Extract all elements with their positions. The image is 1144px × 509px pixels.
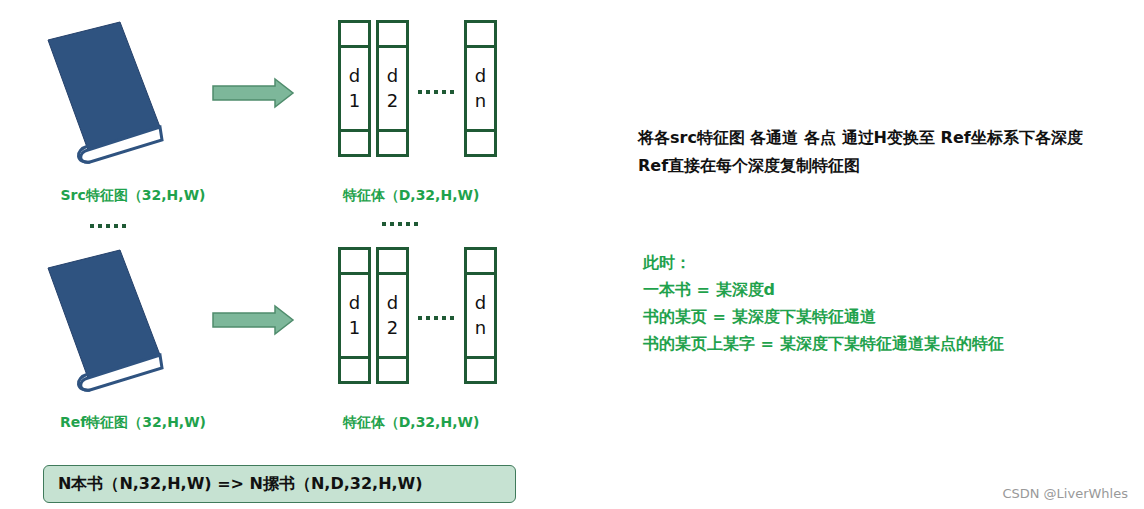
column-divider [379, 356, 406, 359]
column-divider [341, 272, 368, 275]
depth-column: d n [464, 20, 497, 157]
column-divider [467, 129, 494, 132]
column-divider [341, 129, 368, 132]
column-divider [467, 45, 494, 48]
depth-label: d 2 [386, 291, 400, 340]
arrow [213, 306, 293, 334]
depth-column: d 1 [338, 20, 371, 157]
depth-label: d 1 [348, 64, 362, 113]
volume-caption: 特征体（D,32,H,W) [343, 187, 480, 205]
note-text: 将各src特征图 各通道 各点 通过H变换至 Ref坐标系下各深度 [638, 128, 1083, 149]
note-text: 一本书 = 某深度d [643, 280, 775, 301]
column-divider [341, 45, 368, 48]
arrow [213, 79, 293, 107]
column-divider [379, 272, 406, 275]
column-divider [467, 356, 494, 359]
depth-column: d 1 [338, 247, 371, 384]
note-text: 此时： [643, 253, 691, 274]
depth-label: d 1 [348, 291, 362, 340]
depth-label: d 2 [386, 64, 400, 113]
depth-column: d 2 [376, 247, 409, 384]
depth-column: d 2 [376, 20, 409, 157]
map-caption: Ref特征图（32,H,W) [60, 414, 206, 432]
depth-column: d n [464, 247, 497, 384]
depth-label: d n [474, 64, 488, 113]
note-text: 书的某页 = 某深度下某特征通道 [643, 307, 876, 328]
book-icon [48, 250, 162, 390]
summary-text: N本书（N,32,H,W) => N摞书（N,D,32,H,W) [58, 474, 423, 495]
volume-caption: 特征体（D,32,H,W) [343, 414, 480, 432]
summary-box: N本书（N,32,H,W) => N摞书（N,D,32,H,W) [43, 465, 516, 503]
map-caption: Src特征图（32,H,W) [61, 187, 206, 205]
note-text: 书的某页上某字 = 某深度下某特征通道某点的特征 [643, 334, 1004, 355]
depth-label: d n [474, 291, 488, 340]
note-text: Ref直接在每个深度复制特征图 [638, 156, 860, 177]
column-divider [379, 45, 406, 48]
column-divider [379, 129, 406, 132]
watermark: CSDN @LiverWhles [1002, 486, 1128, 501]
column-divider [341, 356, 368, 359]
book-icon [48, 22, 162, 162]
column-divider [467, 272, 494, 275]
